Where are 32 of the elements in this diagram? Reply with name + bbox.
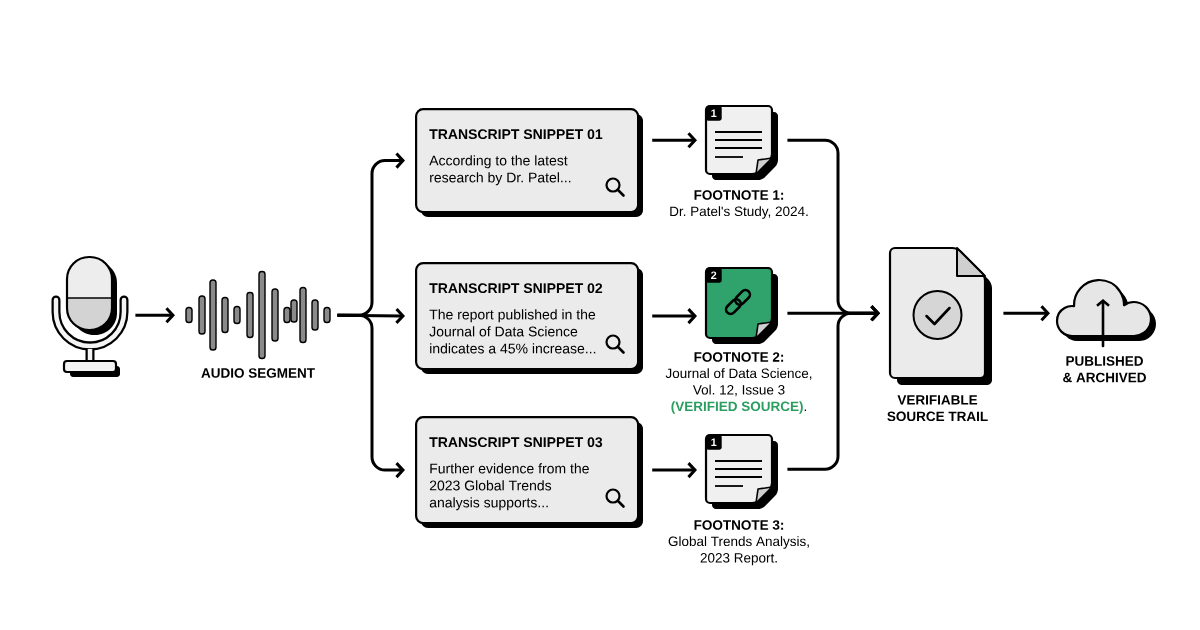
arrow <box>652 132 697 149</box>
box-text: Further evidence from the 2023 Global Trends analysis supports... <box>429 463 589 511</box>
arrow <box>652 462 697 479</box>
arrow <box>1003 305 1050 322</box>
arrow <box>135 307 175 324</box>
document-icon <box>888 246 992 385</box>
icon-label: VERIFIABLE SOURCE TRAIL <box>887 395 988 422</box>
caption-title: FOOTNOTE 2: <box>694 352 784 362</box>
icon-label: Global Trends Analysis, 2023 Report. <box>668 536 809 566</box>
box-title: TRANSCRIPT SNIPPET 02 <box>429 283 603 294</box>
icon-label: Dr. Patel's Study, 2024. <box>670 206 808 219</box>
box-text: The report published in the Journal of Data Science indicates a 45% increase... <box>429 309 596 354</box>
box-text: According to the latest research by Dr. Patel... <box>429 155 571 186</box>
icon-label: Journal of Data Science, Vol. 12, Issue 3 (VERIFIED SOURCE). <box>665 368 812 414</box>
caption-title: FOOTNOTE 1: <box>694 190 784 200</box>
icon-label: AUDIO SEGMENT <box>201 368 315 378</box>
document-icon <box>704 104 778 180</box>
text-box <box>415 262 643 374</box>
icon-label: PUBLISHED & ARCHIVED <box>1063 356 1146 383</box>
caption-title: FOOTNOTE 3: <box>694 520 784 530</box>
cloud-upload-icon <box>1055 278 1156 348</box>
box-title: TRANSCRIPT SNIPPET 03 <box>429 437 603 448</box>
arrow <box>652 308 697 325</box>
microphone-icon <box>51 255 129 377</box>
document-icon <box>704 266 778 344</box>
text-box <box>415 416 643 528</box>
text-box <box>415 108 643 217</box>
arrow <box>787 305 880 471</box>
arrow <box>337 313 405 479</box>
waveform <box>185 270 331 360</box>
box-title: TRANSCRIPT SNIPPET 01 <box>429 129 603 140</box>
document-icon <box>704 433 778 509</box>
